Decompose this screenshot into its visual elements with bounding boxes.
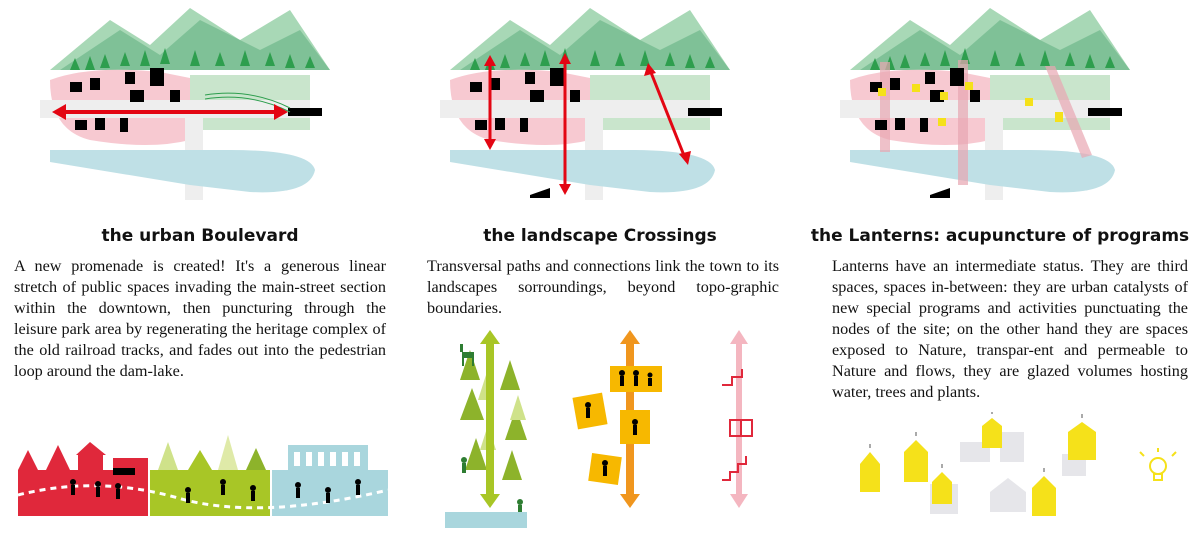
stairs-icon	[722, 369, 747, 481]
panel-description: A new promenade is created! It's a gener…	[14, 257, 386, 380]
deer-icon	[460, 344, 474, 366]
hiker-icon	[461, 457, 523, 515]
panel-description: Lanterns have an intermediate status. Th…	[832, 257, 1188, 401]
panel-title: the urban Boulevard	[101, 226, 299, 246]
elevator-icon	[729, 419, 753, 437]
site-map-boulevard	[40, 8, 330, 200]
lightbulb-icon	[1139, 448, 1177, 481]
crossings-illustration	[445, 330, 753, 528]
site-map-lanterns	[840, 8, 1130, 200]
panel-description: Transversal paths and connections link t…	[427, 257, 779, 317]
site-map-crossings	[440, 8, 730, 200]
panel-landscape-crossings: the landscape Crossings Transversal path…	[400, 0, 800, 537]
panel-title: the landscape Crossings	[483, 226, 717, 246]
lanterns-illustration	[860, 412, 1177, 516]
panel-lanterns: the Lanterns: acupuncture of programs La…	[800, 0, 1200, 537]
panel-urban-boulevard: the urban Boulevard A new promenade is c…	[0, 0, 400, 537]
boulevard-strip-illustration	[18, 435, 388, 516]
family-icon	[585, 370, 653, 476]
panel-title: the Lanterns: acupuncture of programs	[810, 226, 1190, 246]
